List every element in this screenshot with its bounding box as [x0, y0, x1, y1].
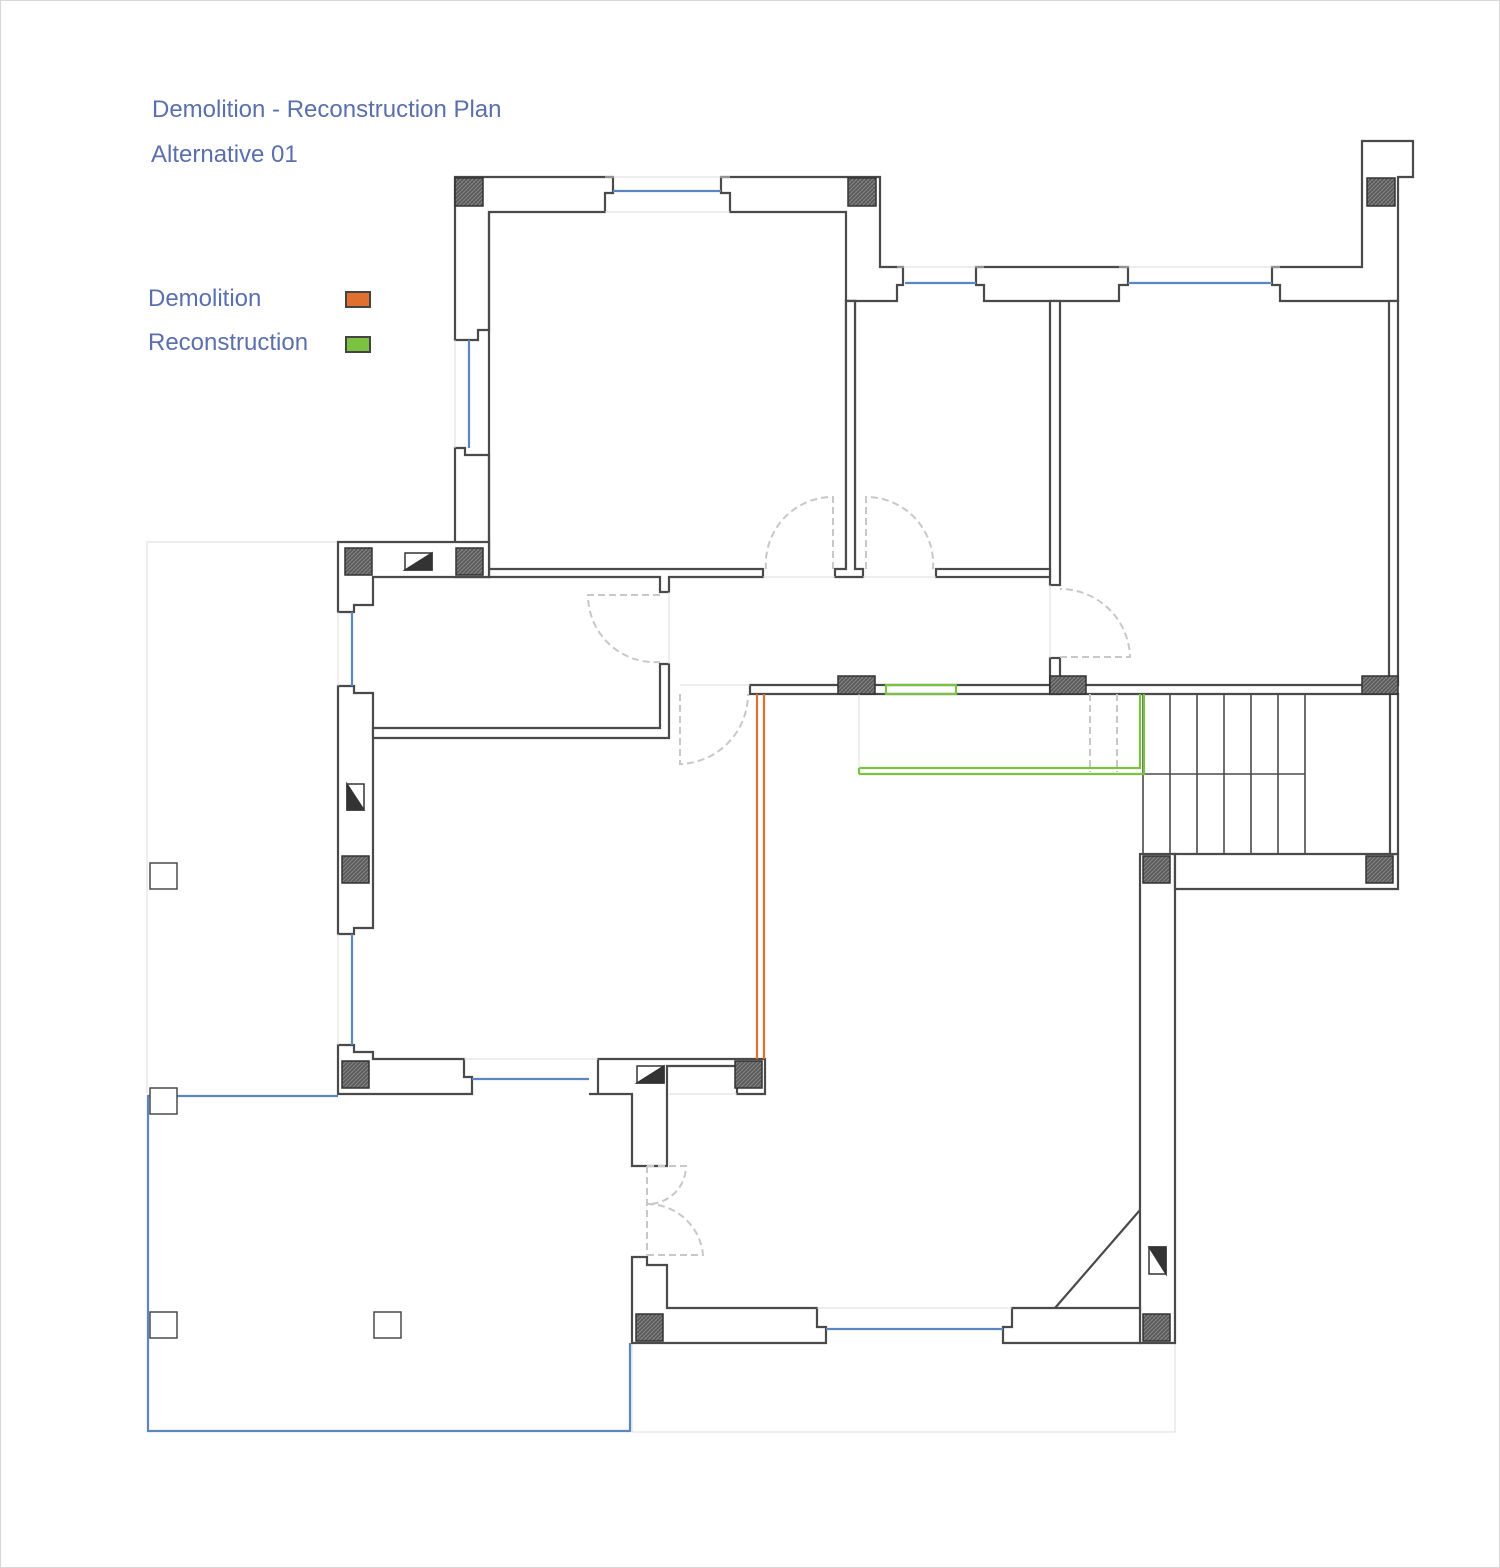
- plan-subtitle: Alternative 01: [151, 141, 298, 168]
- door-openings: [668, 576, 1051, 1095]
- terrace-railing: [146, 1094, 632, 1433]
- window-frames: [337, 176, 1280, 1309]
- legend-label-reconstruction: Reconstruction: [148, 329, 309, 356]
- demolition-wall: [755, 694, 766, 1059]
- terrace-outline: [146, 541, 1176, 1433]
- reconstruction-wall: [857, 683, 1146, 776]
- legend-swatch-reconstruction: [345, 336, 371, 353]
- windows: [350, 189, 1272, 1331]
- duct-markers: [346, 551, 1167, 1277]
- columns: [341, 177, 1399, 1342]
- doors: [586, 495, 1132, 1256]
- legend-label-demolition: Demolition: [148, 285, 262, 312]
- plan-title: Demolition - Reconstruction Plan: [152, 96, 502, 123]
- staircase: [1142, 694, 1306, 854]
- legend-swatch-demolition: [345, 291, 371, 308]
- terrace-posts: [149, 862, 402, 1339]
